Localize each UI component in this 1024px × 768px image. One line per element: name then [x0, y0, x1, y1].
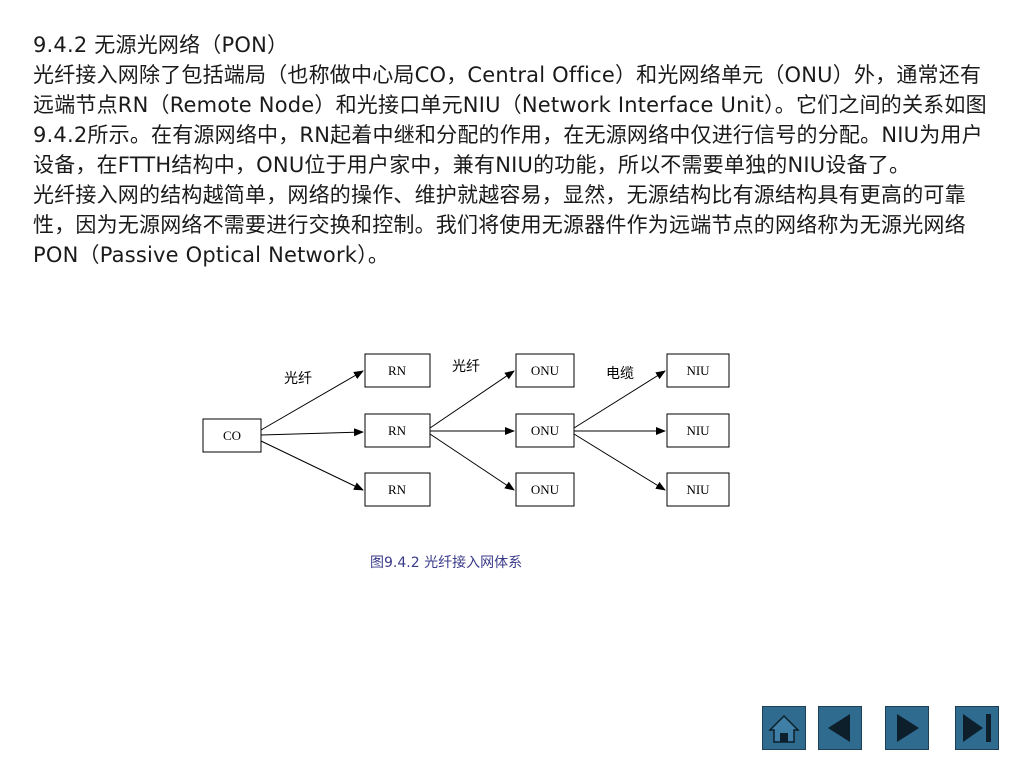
previous-button[interactable] [818, 706, 862, 750]
rn-box-1 [364, 353, 431, 388]
fiber-label-2: 光纤 [452, 359, 480, 375]
arrow-co-rn-2 [260, 428, 364, 437]
co-label: CO [223, 428, 241, 443]
rn-box-3 [364, 472, 431, 507]
slide-text: 9.4.2 无源光网络（PON） 光纤接入网除了包括端局（也称做中心局CO，Ce… [33, 30, 998, 270]
section-heading: 9.4.2 无源光网络（PON） [33, 33, 289, 57]
figure-caption: 图9.4.2 光纤接入网体系 [370, 555, 523, 571]
arrow-rn-onu-1 [429, 370, 515, 429]
onu-box-1 [515, 353, 575, 388]
paragraph-1: 光纤接入网除了包括端局（也称做中心局CO，Central Office）和光网络… [33, 63, 987, 177]
arrow-onu-niu-1 [573, 370, 666, 429]
home-icon [762, 706, 806, 750]
co-box [202, 418, 262, 453]
onu-box-2 [515, 413, 575, 448]
rn-label-1: RN [388, 363, 407, 378]
onu-label-3: ONU [531, 482, 560, 497]
rn-label-2: RN [388, 423, 407, 438]
rn-label-3: RN [388, 482, 407, 497]
paragraph-2: 光纤接入网的结构越简单，网络的操作、维护就越容易，显然，无源结构比有源结构具有更… [33, 183, 966, 267]
niu-box-2 [666, 413, 730, 448]
niu-label-1: NIU [686, 363, 710, 378]
home-button[interactable] [762, 706, 806, 750]
niu-label-2: NIU [686, 423, 710, 438]
fiber-label-1: 光纤 [284, 371, 312, 387]
arrow-co-rn-3 [260, 440, 364, 491]
next-icon [885, 706, 929, 750]
niu-box-3 [666, 472, 730, 507]
arrow-co-rn-1 [260, 370, 364, 431]
last-icon [955, 706, 999, 750]
onu-box-3 [515, 472, 575, 507]
cable-label: 电缆 [606, 366, 634, 382]
next-button[interactable] [885, 706, 929, 750]
previous-icon [818, 706, 862, 750]
onu-label-1: ONU [531, 363, 560, 378]
niu-label-3: NIU [686, 482, 710, 497]
rn-box-2 [364, 413, 431, 448]
onu-label-2: ONU [531, 423, 560, 438]
arrow-rn-onu-3 [429, 433, 515, 491]
arrow-onu-niu-3 [573, 433, 666, 491]
last-button[interactable] [955, 706, 999, 750]
niu-box-1 [666, 353, 730, 388]
